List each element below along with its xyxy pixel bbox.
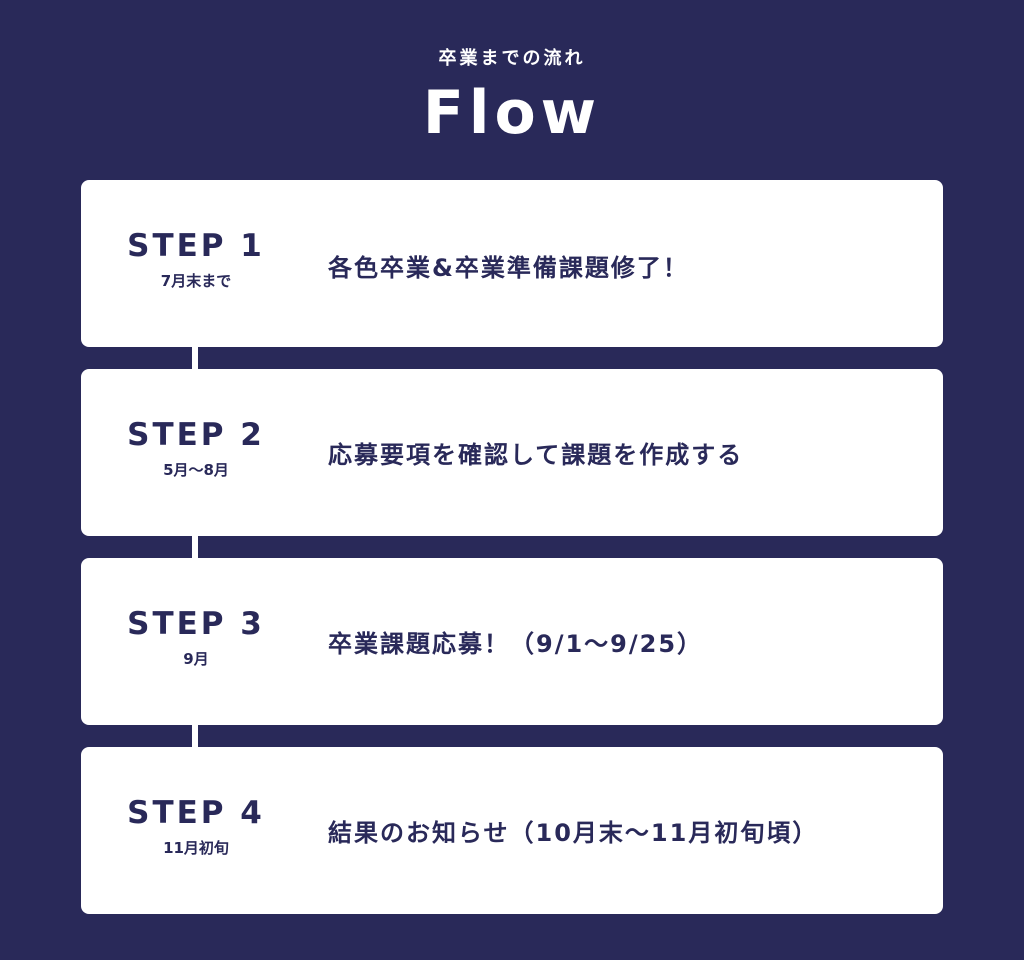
step-card-4: STEP 4 11月初旬 結果のお知らせ（10月末〜11月初旬頃） [81, 747, 943, 914]
connector-line [192, 535, 198, 559]
connector-line [192, 346, 198, 370]
subtitle: 卒業までの流れ [438, 48, 586, 69]
step-date: 9月 [183, 650, 209, 668]
connector-line [192, 724, 198, 748]
step-description: 各色卒業&卒業準備課題修了！ [328, 254, 689, 282]
step-label: STEP 3 [127, 606, 265, 642]
step-label: STEP 2 [127, 417, 265, 453]
step-date: 7月末まで [160, 272, 232, 290]
step-description: 卒業課題応募！（9/1〜9/25） [328, 630, 704, 658]
step-card-1: STEP 1 7月末まで 各色卒業&卒業準備課題修了！ [81, 180, 943, 347]
step-label: STEP 1 [127, 228, 265, 264]
step-label: STEP 4 [127, 795, 265, 831]
step-description: 応募要項を確認して課題を作成する [328, 441, 744, 469]
page-title: Flow [422, 78, 602, 148]
step-card-3: STEP 3 9月 卒業課題応募！（9/1〜9/25） [81, 558, 943, 725]
step-date: 11月初旬 [163, 839, 229, 857]
step-date: 5月〜8月 [163, 461, 229, 479]
step-card-2: STEP 2 5月〜8月 応募要項を確認して課題を作成する [81, 369, 943, 536]
step-description: 結果のお知らせ（10月末〜11月初旬頃） [328, 819, 819, 847]
